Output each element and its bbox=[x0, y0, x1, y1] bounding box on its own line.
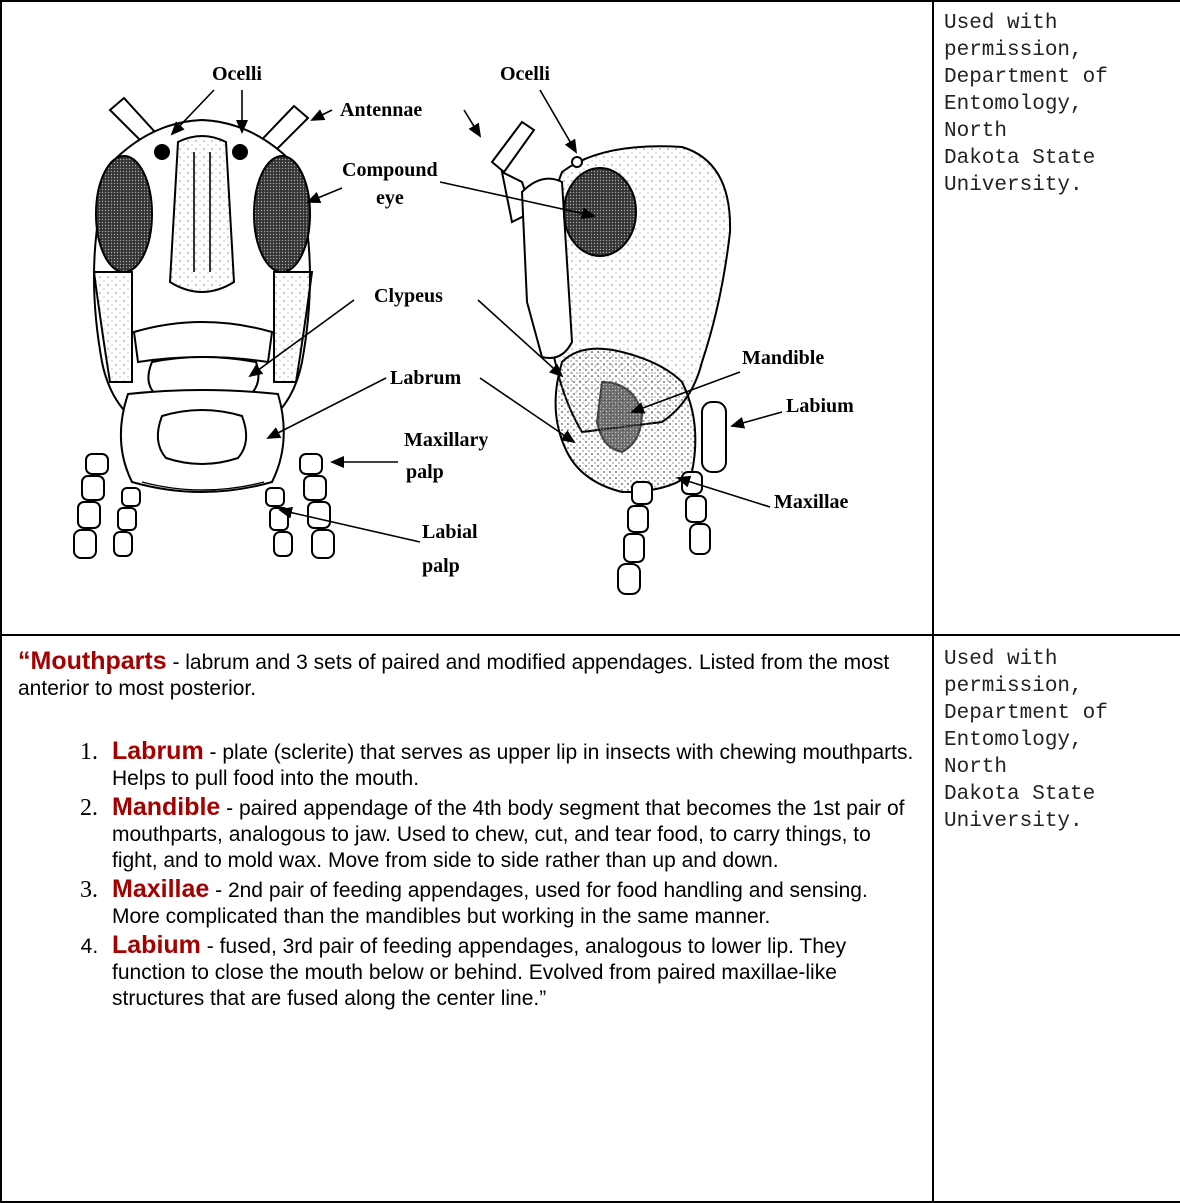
side-view-head bbox=[492, 122, 730, 594]
item-text: - paired appendage of the 4th body segme… bbox=[112, 797, 904, 872]
label-maxillary: Maxillary bbox=[404, 429, 488, 451]
list-item: Mandible - paired appendage of the 4th b… bbox=[104, 794, 920, 874]
item-term: Maxillae bbox=[112, 875, 209, 903]
label-ocelli-side: Ocelli bbox=[500, 63, 550, 85]
front-view-head bbox=[74, 98, 334, 558]
label-eye: eye bbox=[376, 187, 404, 209]
label-clypeus: Clypeus bbox=[374, 285, 443, 307]
credit-text-top: Used with permission, Department of Ento… bbox=[934, 2, 1180, 199]
label-maxillae: Maxillae bbox=[774, 491, 849, 513]
description-cell: “Mouthparts - labrum and 3 sets of paire… bbox=[1, 635, 933, 1202]
item-text: - fused, 3rd pair of feeding appendages,… bbox=[112, 935, 846, 1010]
intro-open-quote: “ bbox=[18, 647, 31, 675]
list-item: Labium - fused, 3rd pair of feeding appe… bbox=[104, 932, 920, 1012]
mouthparts-list: Labrum - plate (sclerite) that serves as… bbox=[18, 738, 920, 1012]
label-mandible: Mandible bbox=[742, 347, 824, 369]
label-compound: Compound bbox=[342, 159, 438, 181]
item-term: Labrum bbox=[112, 737, 204, 765]
label-palp-1: palp bbox=[406, 461, 444, 483]
label-labrum: Labrum bbox=[390, 367, 461, 389]
credit-cell-bottom: Used with permission, Department of Ento… bbox=[933, 635, 1180, 1202]
credit-cell-top: Used with permission, Department of Ento… bbox=[933, 1, 1180, 635]
list-item: Labrum - plate (sclerite) that serves as… bbox=[104, 738, 920, 792]
label-palp-2: palp bbox=[422, 555, 460, 577]
item-text: - plate (sclerite) that serves as upper … bbox=[112, 741, 913, 790]
label-ocelli-front: Ocelli bbox=[212, 63, 262, 85]
item-text: - 2nd pair of feeding appendages, used f… bbox=[112, 879, 868, 928]
list-item: Maxillae - 2nd pair of feeding appendage… bbox=[104, 876, 920, 930]
item-term: Mandible bbox=[112, 793, 220, 821]
credit-text-bottom: Used with permission, Department of Ento… bbox=[934, 636, 1180, 835]
label-antennae: Antennae bbox=[340, 99, 422, 121]
insect-head-diagram: Ocelli Ocelli Antennae Compound eye Clyp… bbox=[2, 2, 930, 634]
label-labium: Labium bbox=[786, 395, 854, 417]
figure-cell: Ocelli Ocelli Antennae Compound eye Clyp… bbox=[1, 1, 933, 635]
item-term: Labium bbox=[112, 931, 201, 959]
intro-paragraph: “Mouthparts - labrum and 3 sets of paire… bbox=[18, 648, 920, 702]
intro-term: Mouthparts bbox=[31, 647, 167, 675]
label-labial: Labial bbox=[422, 521, 478, 543]
description: “Mouthparts - labrum and 3 sets of paire… bbox=[2, 636, 932, 1012]
